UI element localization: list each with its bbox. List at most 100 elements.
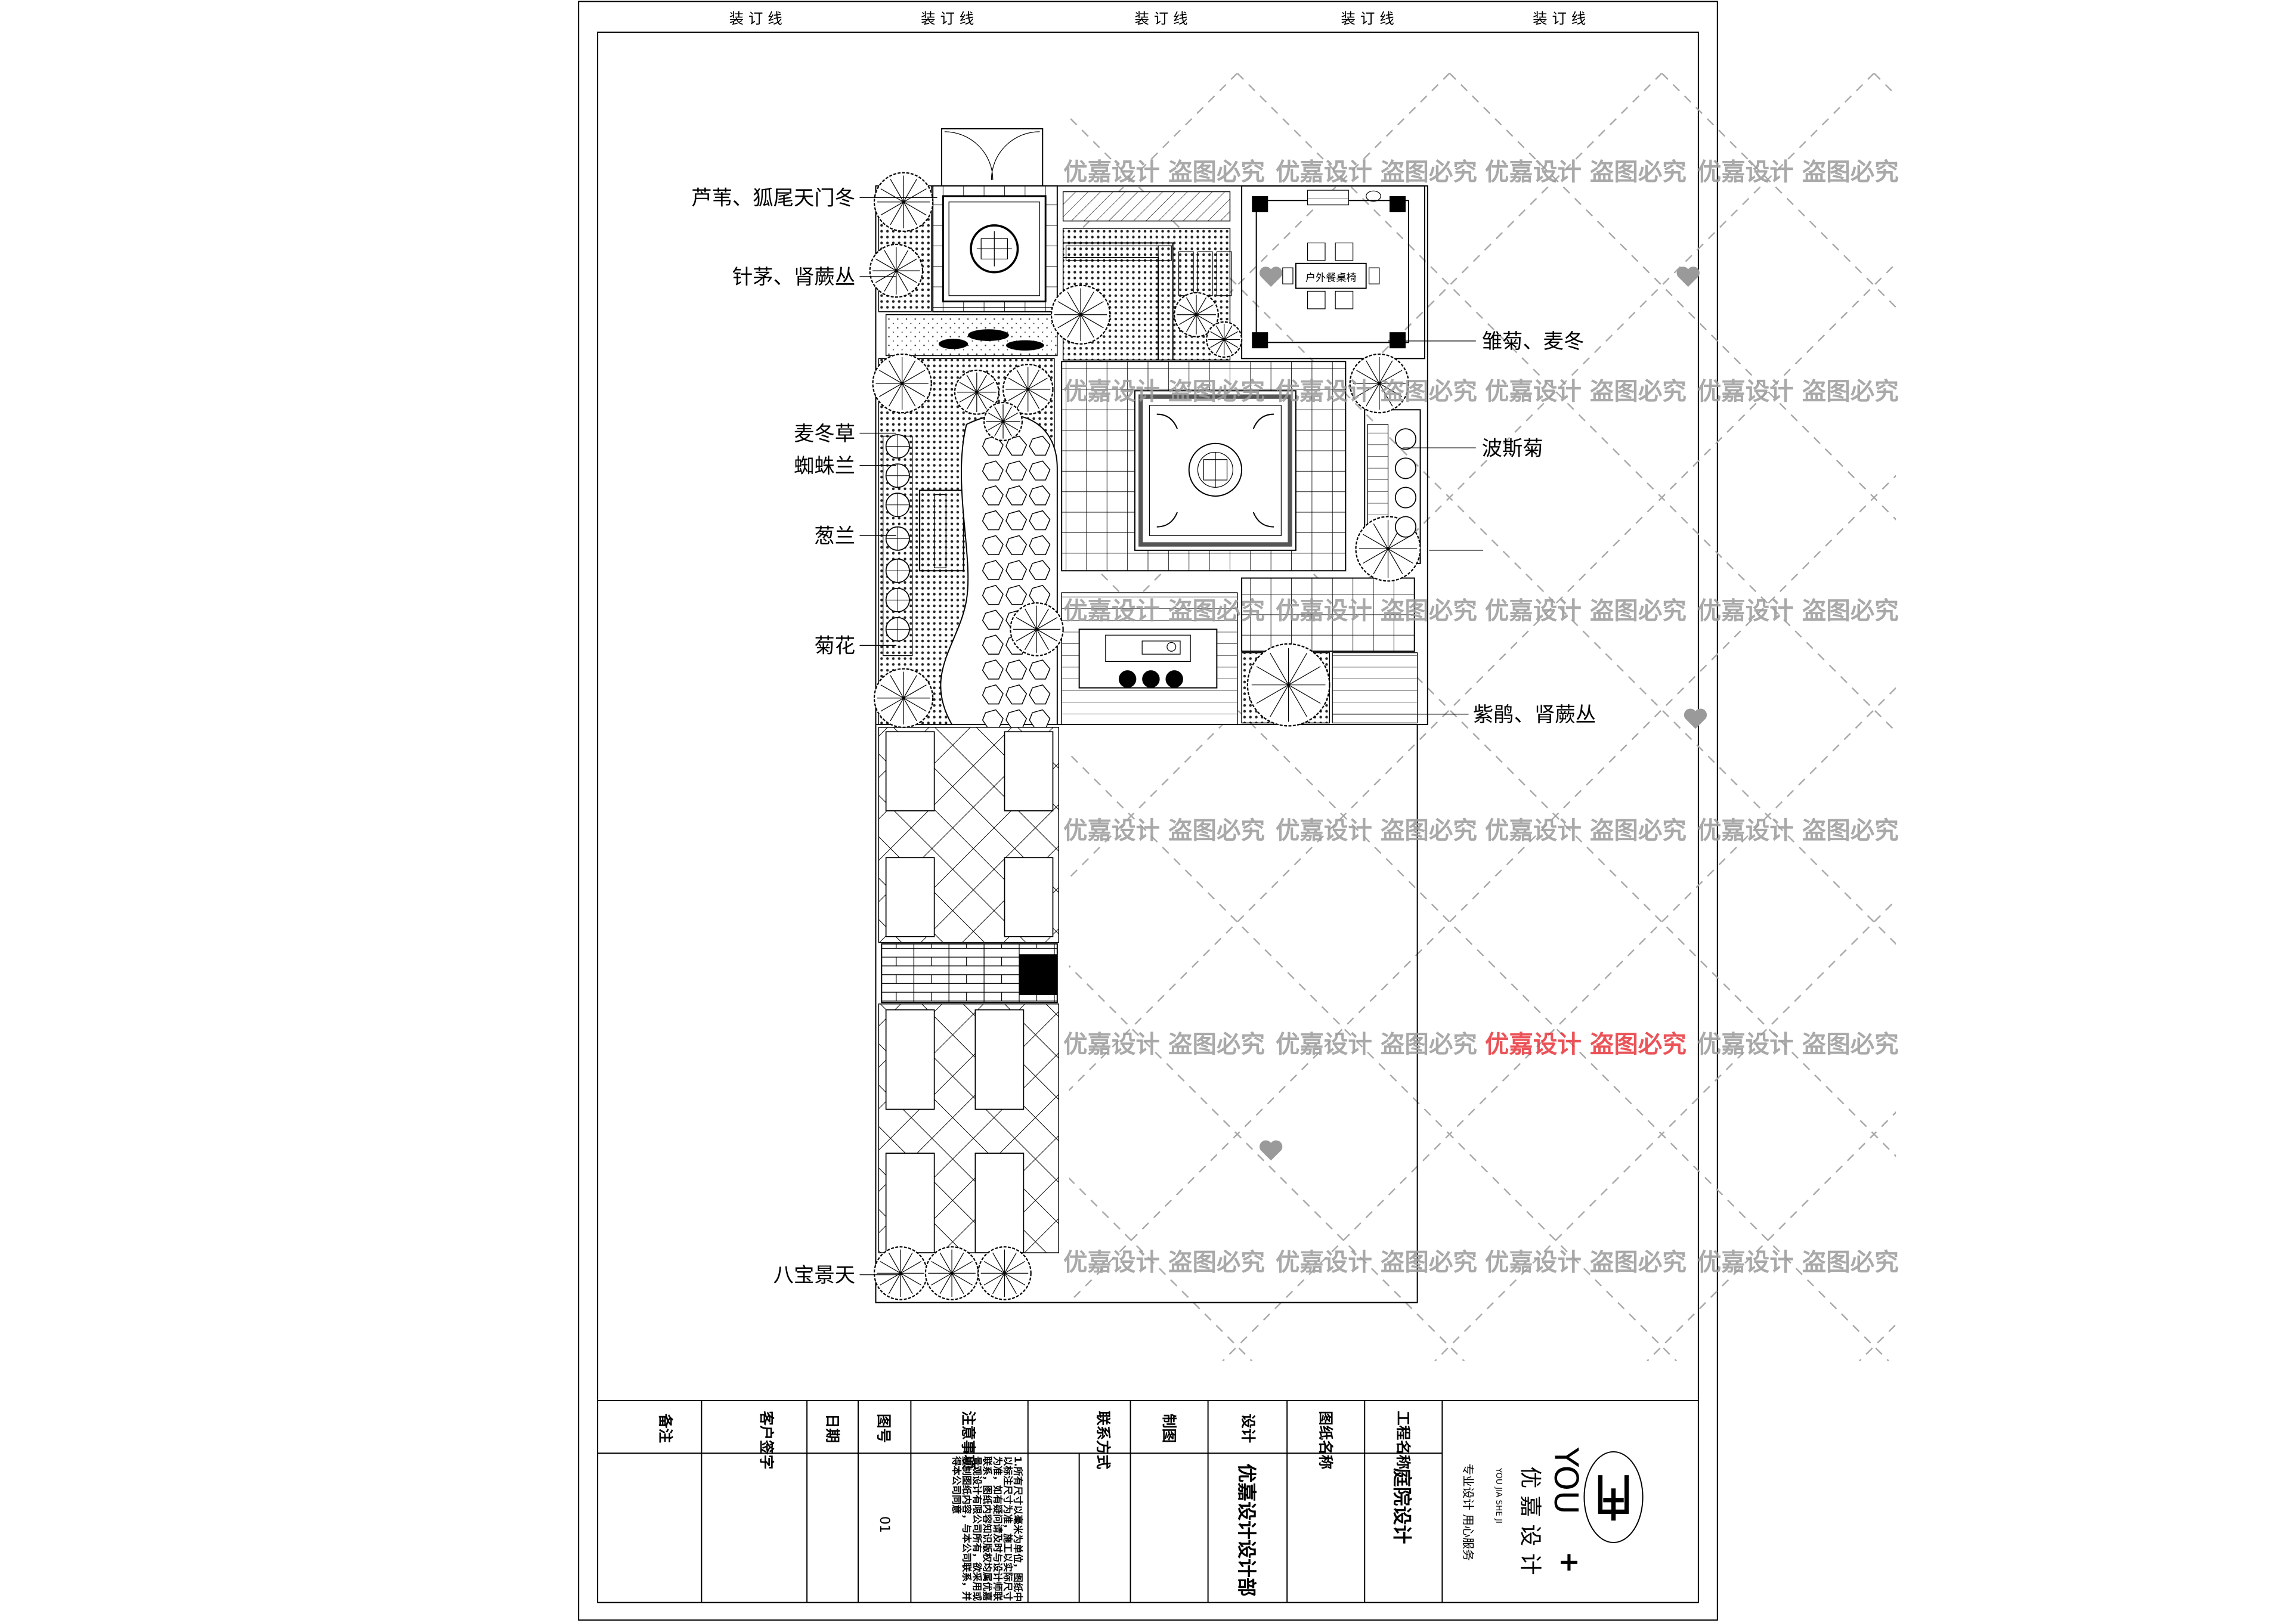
binding-label: 装 订 线: [1341, 10, 1394, 27]
tree-icon: [873, 668, 934, 728]
watermark-text: 优嘉设计 盗图必究: [1063, 1247, 1265, 1276]
notes-line: 复制图纸内容，与本公司联系，并: [961, 1455, 973, 1601]
tree-icon: [977, 1246, 1032, 1300]
watermark-text: 优嘉设计 盗图必究: [1697, 596, 1899, 625]
plant-labels: 芦苇、狐尾天门冬 针茅、肾蕨丛 麦冬草 蜘蛛兰 葱兰 菊花 八宝景天 雏菊、麦冬…: [691, 187, 1596, 1287]
watermark-line: [1069, 965, 1465, 1361]
stone-paver: [1005, 485, 1028, 506]
stone-paver: [1005, 510, 1028, 531]
planting-pads: [885, 731, 1054, 1253]
watermark-text: 优嘉设计 盗图必究: [1485, 596, 1687, 625]
timber-deck: [1332, 652, 1418, 724]
drawing-frame: [597, 32, 1699, 1603]
shrub-icon: [885, 463, 910, 488]
watermark-line: [0, 73, 176, 1361]
plant-label: 紫鹃、肾蕨丛: [1473, 703, 1596, 727]
header-contact: 联系方式: [1095, 1411, 1112, 1470]
plant-label: 雏菊、麦冬: [1482, 330, 1585, 354]
shrub-icon: [885, 587, 910, 612]
watermark-line: [0, 73, 601, 1361]
notes-line: 景观设计有限公司所有，欲采用或: [971, 1456, 983, 1601]
dining-table: 户外餐桌椅: [1282, 242, 1380, 309]
stone-paver: [1005, 535, 1028, 555]
stone-paver: [1029, 460, 1051, 481]
stone-paver: [1005, 684, 1028, 705]
designer-value: 优嘉设计设计部: [1236, 1463, 1258, 1596]
watermark-line: [1434, 899, 1896, 1361]
project-name-value: 庭院设计: [1391, 1468, 1413, 1544]
water-feature: [1062, 191, 1231, 222]
stone-paver: [1005, 584, 1028, 605]
tree-icon: [1349, 353, 1409, 414]
tree-icon: [1206, 321, 1243, 358]
header-project-name: 工程名称: [1395, 1411, 1412, 1470]
watermark-line: [1859, 1323, 1896, 1361]
watermark-line: [1661, 73, 1896, 309]
stone-paver: [1029, 435, 1051, 456]
watermark-text: 优嘉设计 盗图必究: [1697, 377, 1899, 405]
watermark-line: [0, 73, 388, 1361]
watermark-text: 优嘉设计 盗图必究: [1485, 816, 1687, 844]
plant-label: 针茅、肾蕨丛: [732, 265, 855, 289]
shrub-icon: [1394, 457, 1417, 479]
watermark-text: 优嘉设计 盗图必究: [1063, 1030, 1265, 1058]
watermark-line: [1647, 1111, 1896, 1361]
stone-paver: [982, 584, 1004, 605]
binding-label: 装 订 线: [1533, 10, 1586, 27]
stone-paver: [982, 684, 1004, 705]
stone-paver: [1029, 485, 1051, 506]
pavilion: 户外餐桌椅: [1241, 185, 1425, 360]
watermark-text: 优嘉设计 盗图必究: [1063, 377, 1265, 405]
shrub-icon: [1394, 516, 1417, 538]
shrub-icon: [885, 617, 910, 642]
watermark-text: 优嘉设计 盗图必究: [1063, 816, 1265, 844]
tree-icon: [1174, 292, 1219, 337]
heart-icon: [1260, 1140, 1283, 1161]
watermark-line: [1069, 752, 1677, 1361]
watermark-text: 优嘉设计 盗图必究: [1063, 596, 1265, 625]
binding-label: 装 订 线: [729, 10, 782, 27]
stone-paver: [982, 460, 1004, 481]
company-logo: YOU + 优 嘉 设 计 YOU JIA SHE JI 专业设计 用心服务: [1461, 1447, 1644, 1575]
plant-label: 八宝景天: [773, 1263, 855, 1287]
stone-paver: [1029, 510, 1051, 531]
stone-paver: [1029, 535, 1051, 555]
notes-line: 1.所有尺寸以毫米为单位，图纸中: [1013, 1456, 1024, 1602]
watermark-text: 优嘉设计 盗图必究: [1485, 157, 1687, 186]
watermark-line: [2086, 73, 2296, 1361]
header-client-signature: 客户签字: [758, 1411, 775, 1469]
logo-mark-icon: [1598, 1475, 1629, 1521]
binding-line: 装 订 线 装 订 线 装 订 线 装 订 线 装 订 线: [729, 10, 1586, 27]
watermarks: 优嘉设计 盗图必究优嘉设计 盗图必究优嘉设计 盗图必究优嘉设计 盗图必究优嘉设计…: [1063, 157, 1899, 1277]
stone-paver: [982, 659, 1004, 680]
central-plaza: [1061, 361, 1347, 572]
stone-paver: [982, 560, 1004, 580]
watermark-text: 优嘉设计 盗图必究: [1276, 1030, 1477, 1058]
binding-label: 装 订 线: [1134, 10, 1187, 27]
sheet-border: [578, 1, 1718, 1621]
plant-label: 菊花: [814, 634, 855, 658]
watermark-text: 优嘉设计 盗图必究: [1063, 157, 1265, 186]
watermark-text: 优嘉设计 盗图必究: [1276, 596, 1477, 625]
watermark-line: [1873, 73, 1896, 97]
notes-line: 联系，图纸内容知识版权均属优嘉: [982, 1456, 993, 1601]
logo-plus: +: [1554, 1551, 1585, 1574]
tree-icon: [872, 353, 932, 414]
plant-label: 波斯菊: [1482, 436, 1543, 460]
watermark-text: 优嘉设计 盗图必究: [1276, 377, 1477, 405]
tree-icon: [869, 243, 924, 298]
watermark-text: 优嘉设计 盗图必究: [1697, 816, 1899, 844]
stone-paver: [1029, 560, 1051, 580]
sink-icon: [1366, 190, 1381, 202]
stepping-stones: [939, 329, 1044, 351]
logo-pinyin: YOU JIA SHE JI: [1494, 1467, 1503, 1523]
tree-icon: [873, 172, 934, 232]
tile-paving: [1241, 577, 1415, 652]
shrub-icon: [885, 526, 910, 551]
lower-garden-outline: [875, 724, 1418, 1303]
watermark-text: 优嘉设计 盗图必究: [1485, 377, 1687, 405]
plant-label: 芦苇、狐尾天门冬: [691, 187, 855, 210]
tree-icon: [1050, 284, 1111, 345]
watermark-text: 优嘉设计 盗图必究: [1276, 1247, 1477, 1276]
tree-icon: [873, 1246, 928, 1300]
